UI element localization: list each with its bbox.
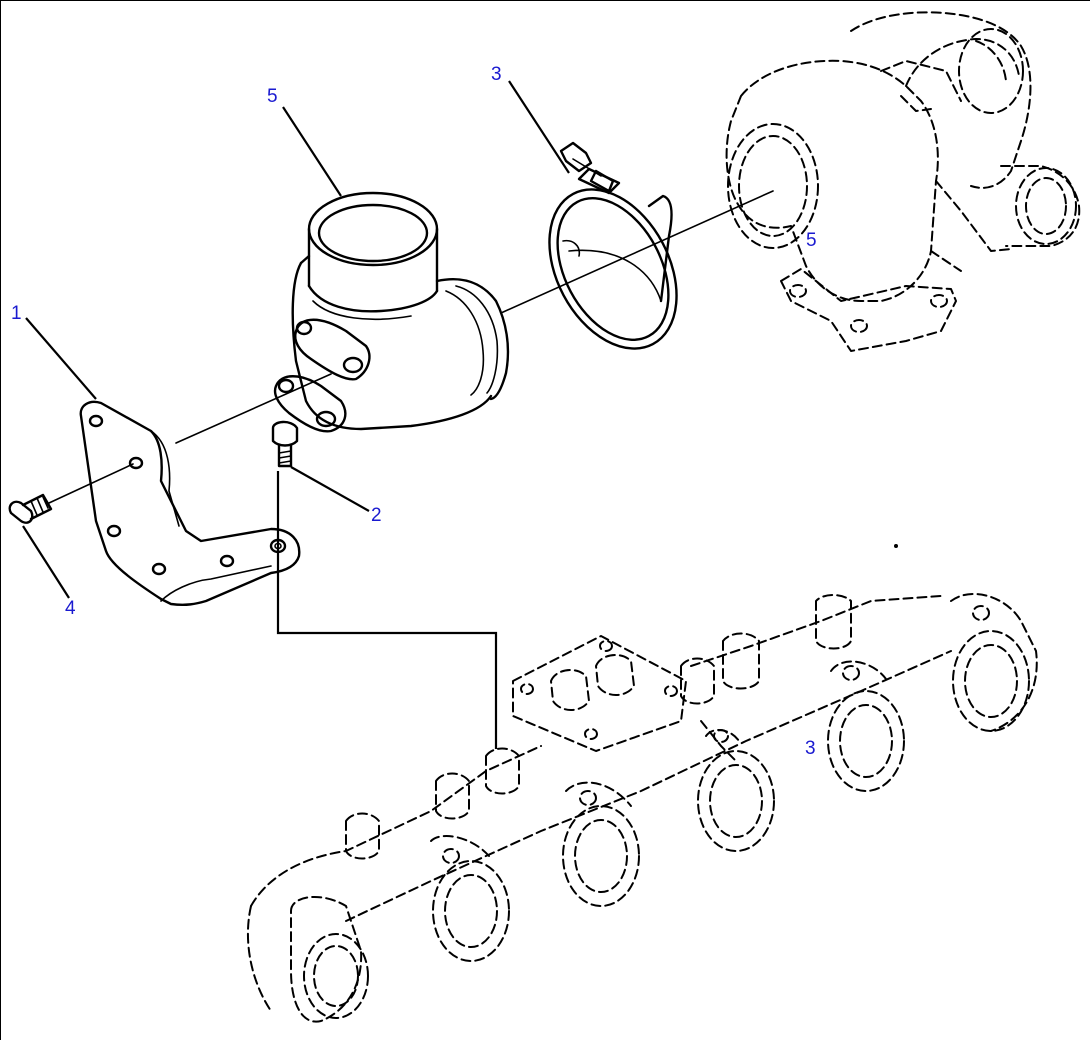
callout-2-bolt: 2 <box>371 505 382 526</box>
callout-1-bracket: 1 <box>11 303 22 324</box>
callout-5-elbow: 5 <box>267 86 278 107</box>
callout-4-bolt: 4 <box>65 598 76 619</box>
stray-dot <box>894 544 898 548</box>
exhaust-manifold-outline <box>246 592 1038 1023</box>
assembly-leader-lines <box>48 190 774 749</box>
turbocharger-outline <box>725 11 1081 352</box>
callout-3-manifold: 3 <box>805 738 816 759</box>
elbow-pipe <box>273 191 510 433</box>
callout-3-clamp: 3 <box>491 64 502 85</box>
v-band-clamp <box>548 141 678 350</box>
bracket <box>79 400 301 606</box>
callout-leaders <box>22 80 570 599</box>
bolt-part-4 <box>8 493 53 524</box>
callout-5-turbo: 5 <box>806 230 817 251</box>
bolt-part-2 <box>271 420 299 468</box>
